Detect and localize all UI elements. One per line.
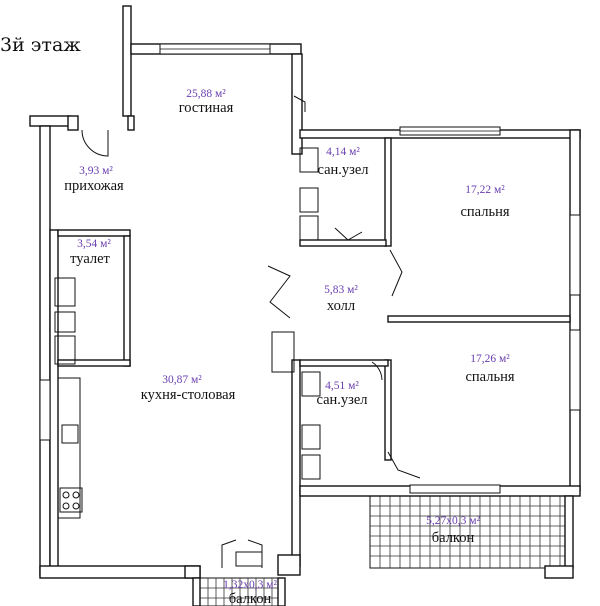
balcony-right-name: балкон <box>432 530 475 546</box>
balcony-right-hatch <box>369 495 569 569</box>
balcony-right-area: 5,27х0,3 м² <box>426 515 480 527</box>
hall-name: холл <box>327 298 355 314</box>
floor-label: 3й этаж <box>0 34 81 56</box>
bath2-area: 4,51 м² <box>325 380 359 392</box>
bath2-name: сан.узел <box>316 392 367 408</box>
doors <box>81 95 421 568</box>
balcony-left-area: 1,32х0,3 м² <box>223 579 277 591</box>
windows <box>39 43 581 494</box>
balcony-left-name: балкон <box>229 591 272 606</box>
bath1-area: 4,14 м² <box>326 146 360 158</box>
kitchen-name: кухня-столовая <box>141 387 236 403</box>
hall-area: 5,83 м² <box>324 284 358 296</box>
toilet-area: 3,54 м² <box>77 238 111 250</box>
kitchen-area: 30,87 м² <box>162 374 202 386</box>
living-name: гостиная <box>179 100 234 116</box>
bath-fixtures <box>54 147 321 480</box>
living-area: 25,88 м² <box>186 88 226 100</box>
bath1-name: сан.узел <box>317 162 368 178</box>
hallway-area: 3,93 м² <box>79 165 113 177</box>
bedroom2-area: 17,26 м² <box>470 353 510 365</box>
toilet-name: туалет <box>70 251 110 267</box>
bedroom2-name: спальня <box>465 369 514 385</box>
bedroom1-name: спальня <box>460 204 509 220</box>
bedroom1-area: 17,22 м² <box>465 184 505 196</box>
kitchen-fixtures <box>57 377 83 519</box>
hallway-name: прихожая <box>64 178 124 194</box>
